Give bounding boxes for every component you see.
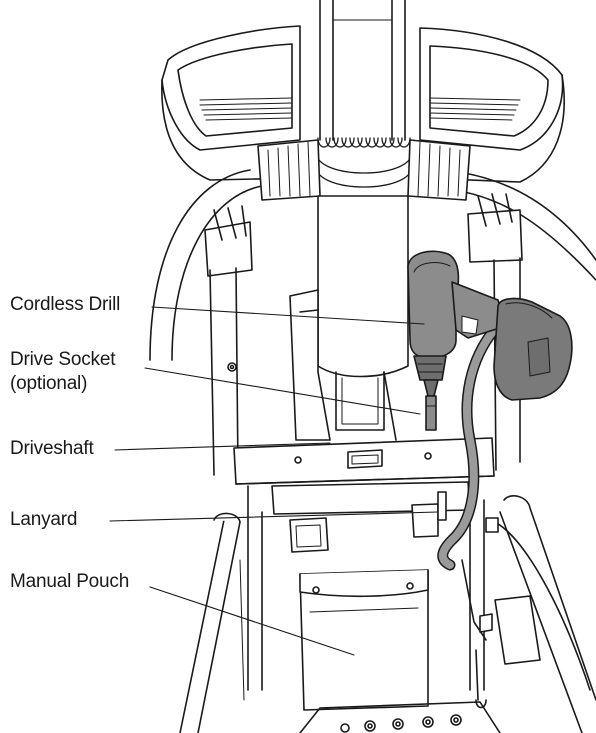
cross-plate	[233, 437, 495, 485]
lanyard-cable	[437, 324, 500, 709]
callout-drive-socket-note: (optional)	[10, 373, 88, 394]
callout-cordless-drill: Cordless Drill	[10, 294, 121, 315]
cordless-drill	[407, 250, 507, 431]
callout-manual-pouch: Manual Pouch	[10, 571, 130, 592]
callout-drive-socket: Drive Socket	[10, 349, 116, 370]
leader-manual-pouch	[149, 586, 355, 656]
base-legs	[179, 495, 596, 733]
manual-pouch	[299, 569, 429, 711]
base-plate	[299, 701, 501, 733]
top-tray	[161, 25, 565, 183]
leader-driveshaft	[114, 442, 331, 451]
callout-driveshaft: Driveshaft	[10, 438, 94, 459]
mast	[257, 0, 471, 378]
drill-battery	[493, 297, 573, 401]
callout-lanyard: Lanyard	[10, 509, 78, 530]
leader-cordless-drill	[151, 306, 425, 325]
handle-bars	[149, 169, 596, 361]
leader-lines	[109, 306, 439, 656]
leader-drive-socket	[144, 367, 421, 415]
leader-lanyard	[109, 511, 439, 522]
inner-column	[289, 289, 397, 441]
